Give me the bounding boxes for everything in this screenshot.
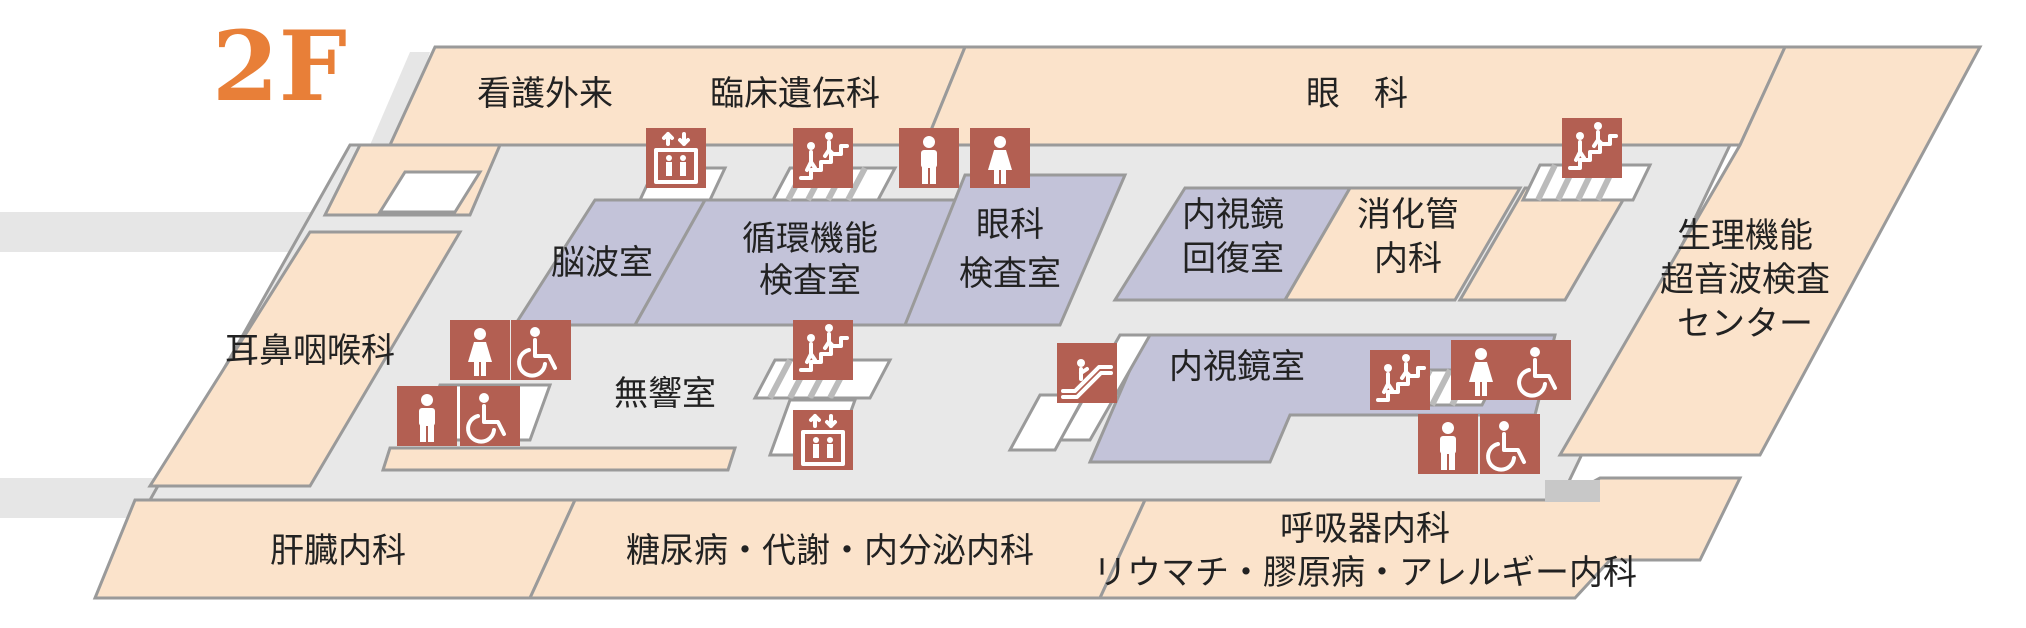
room-physiology-center[interactable] bbox=[1557, 45, 1983, 457]
label-diabetes: 糖尿病・代謝・内分泌内科 bbox=[626, 531, 1034, 571]
label-respiratory: 呼吸器内科 bbox=[1280, 509, 1450, 549]
accessible-restroom-icon[interactable] bbox=[460, 386, 520, 446]
label-endoscopy: 内視鏡室 bbox=[1169, 347, 1305, 387]
male-restroom-icon[interactable] bbox=[899, 128, 959, 188]
building-shadow bbox=[370, 52, 430, 145]
label-rheumatology: リウマチ・膠原病・アレルギー内科 bbox=[1093, 553, 1637, 593]
accessible-restroom-icon[interactable] bbox=[1480, 414, 1540, 474]
male-restroom-icon[interactable] bbox=[1418, 414, 1478, 474]
elevator-icon[interactable] bbox=[793, 410, 853, 470]
room-small-west-inner bbox=[377, 170, 483, 214]
room-west-strip bbox=[380, 446, 738, 472]
label-ophthalmology: 眼 科 bbox=[1306, 74, 1408, 114]
room-gap-marker bbox=[1545, 480, 1600, 502]
elevator-icon[interactable] bbox=[646, 128, 706, 188]
accessible-restroom-icon[interactable] bbox=[1511, 340, 1571, 400]
label-circulatory-1: 循環機能 bbox=[742, 219, 878, 259]
label-physiology-1: 生理機能 bbox=[1677, 216, 1813, 256]
label-ent: 耳鼻咽喉科 bbox=[225, 331, 395, 371]
stairs-icon[interactable] bbox=[1370, 350, 1430, 410]
label-gastro-1: 消化管 bbox=[1357, 195, 1459, 235]
label-gastro-2: 内科 bbox=[1374, 239, 1442, 279]
room-eye-exam[interactable] bbox=[902, 173, 1128, 327]
label-circulatory-2: 検査室 bbox=[759, 261, 861, 301]
label-physiology-2: 超音波検査 bbox=[1660, 260, 1830, 300]
female-restroom-icon[interactable] bbox=[450, 320, 510, 380]
floor-label: 2F bbox=[212, 10, 347, 123]
female-restroom-icon[interactable] bbox=[1451, 340, 1511, 400]
label-clinical-genetics: 臨床遺伝科 bbox=[710, 74, 880, 114]
stairs-icon[interactable] bbox=[793, 320, 853, 380]
stairs-icon[interactable] bbox=[1562, 118, 1622, 178]
label-endoscopy-recovery-1: 内視鏡 bbox=[1182, 195, 1284, 235]
label-eeg: 脳波室 bbox=[551, 243, 653, 283]
female-restroom-icon[interactable] bbox=[970, 128, 1030, 188]
stairs-icon[interactable] bbox=[793, 128, 853, 188]
room-gastroenterology[interactable] bbox=[1282, 186, 1523, 302]
label-endoscopy-recovery-2: 回復室 bbox=[1182, 239, 1284, 279]
accessible-restroom-icon[interactable] bbox=[511, 320, 571, 380]
room-ent[interactable] bbox=[147, 230, 463, 488]
label-anechoic: 無響室 bbox=[614, 374, 716, 414]
male-restroom-icon[interactable] bbox=[397, 386, 457, 446]
label-nursing: 看護外来 bbox=[477, 74, 613, 114]
escalator-icon[interactable] bbox=[1057, 343, 1117, 403]
label-physiology-3: センター bbox=[1677, 304, 1813, 344]
label-hepatology: 肝臓内科 bbox=[270, 531, 406, 571]
label-eye-exam-2: 検査室 bbox=[959, 254, 1061, 294]
room-endoscopy[interactable] bbox=[1087, 333, 1557, 464]
label-eye-exam-1: 眼科 bbox=[976, 205, 1044, 245]
